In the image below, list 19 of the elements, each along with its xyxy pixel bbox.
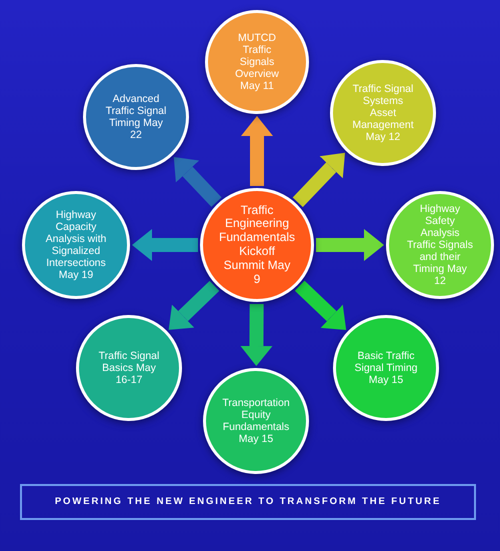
session-title: Transportation Equity Fundamentals May 15 <box>222 396 290 446</box>
session-title: Traffic Engineering Fundamentals Kickoff Summit May 9 <box>218 204 296 286</box>
slogan-text: POWERING THE NEW ENGINEER TO TRANSFORM THE FUTURE <box>54 494 442 509</box>
block-arrow <box>316 229 384 261</box>
session-title: Highway Safety Analysis Traffic Signals and their Timing May 12 <box>406 202 474 288</box>
session-title: Traffic Signal Basics May 16-17 <box>98 350 160 386</box>
session-title: Basic Traffic Signal Timing May 15 <box>353 350 419 386</box>
block-arrow <box>168 280 220 330</box>
block-arrow <box>240 304 272 366</box>
session-title: Highway Capacity Analysis with Signalized Intersections May 19 <box>44 208 108 282</box>
session-title: MUTCD Traffic Signals Overview May 11 <box>234 32 280 92</box>
block-arrow <box>292 152 346 208</box>
block-arrow <box>294 280 346 330</box>
slogan-banner <box>20 484 476 520</box>
block-arrow <box>241 116 273 186</box>
session-title: Traffic Signal Systems Asset Management May 12 <box>351 82 415 144</box>
block-arrow <box>174 156 222 207</box>
block-arrow <box>132 229 198 261</box>
session-title: Advanced Traffic Signal Timing May 22 <box>104 92 168 142</box>
